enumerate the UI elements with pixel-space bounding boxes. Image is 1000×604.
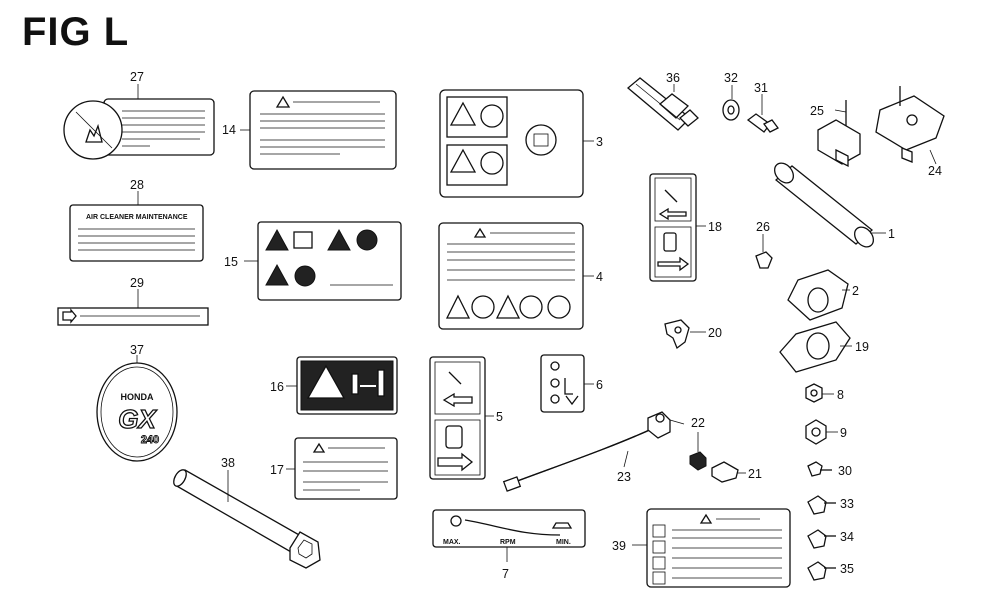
- callout-27: 27: [130, 70, 144, 84]
- part-8-nut[interactable]: [805, 383, 823, 403]
- part-33-bolt[interactable]: [807, 495, 836, 515]
- callout-36: 36: [666, 71, 680, 85]
- callout-20: 20: [708, 326, 722, 340]
- part-3-pictogram-label[interactable]: [439, 89, 584, 198]
- callout-39: 39: [612, 539, 626, 553]
- part-22-terminal[interactable]: [689, 451, 707, 471]
- part-1-tube[interactable]: [771, 159, 877, 250]
- part-23-wire-harness[interactable]: [502, 411, 685, 492]
- part-20-clip[interactable]: [664, 319, 690, 350]
- callout-9: 9: [840, 426, 847, 440]
- callout-25: 25: [810, 104, 824, 118]
- part-9-nut[interactable]: [805, 419, 827, 445]
- callout-16: 16: [270, 380, 284, 394]
- callout-29: 29: [130, 276, 144, 290]
- callout-6: 6: [596, 378, 603, 392]
- callout-28: 28: [130, 178, 144, 192]
- callout-31: 31: [754, 81, 768, 95]
- callout-37: 37: [130, 343, 144, 357]
- callout-32: 32: [724, 71, 738, 85]
- air-cleaner-label-text: AIR CLEANER MAINTENANCE: [86, 214, 188, 221]
- part-39-info-label[interactable]: [646, 508, 791, 588]
- throttle-rpm-text: RPM: [500, 539, 516, 546]
- part-14-warning-label[interactable]: [249, 90, 397, 170]
- emblem-brand: HONDA: [121, 392, 154, 402]
- callout-17: 17: [270, 463, 284, 477]
- part-5-fuel-label[interactable]: [429, 356, 486, 480]
- callout-7: 7: [502, 567, 509, 581]
- part-27-fire-warning-label[interactable]: [63, 98, 215, 160]
- callout-15: 15: [224, 255, 238, 269]
- callout-35: 35: [840, 562, 854, 576]
- callout-numbers: 27 28 29 37 38 14 15 16 17 3 4 5 6 7 18 …: [130, 70, 942, 581]
- callout-14: 14: [222, 123, 236, 137]
- throttle-min-text: MIN.: [556, 539, 571, 546]
- throttle-max-text: MAX.: [443, 539, 461, 546]
- callout-34: 34: [840, 530, 854, 544]
- part-32-washer[interactable]: [722, 99, 740, 121]
- callout-19: 19: [855, 340, 869, 354]
- callout-30: 30: [838, 464, 852, 478]
- callout-18: 18: [708, 220, 722, 234]
- part-4-warning-label[interactable]: [438, 222, 584, 330]
- part-31-nipple[interactable]: [746, 113, 779, 133]
- part-2-gasket[interactable]: [787, 269, 849, 321]
- part-26-grommet[interactable]: [755, 251, 773, 269]
- part-30-screw[interactable]: [807, 461, 832, 477]
- part-15-pictogram-label[interactable]: [257, 221, 402, 301]
- callout-1: 1: [888, 227, 895, 241]
- part-16-exhaust-warning-label[interactable]: [296, 356, 398, 415]
- part-17-warning-label[interactable]: [294, 437, 398, 500]
- part-21-boot[interactable]: [711, 461, 739, 483]
- callout-23: 23: [617, 470, 631, 484]
- part-28-air-cleaner-label[interactable]: AIR CLEANER MAINTENANCE: [69, 204, 204, 262]
- part-38-plug-wrench[interactable]: [171, 468, 321, 569]
- callout-8: 8: [837, 388, 844, 402]
- part-19-insulator[interactable]: [779, 321, 851, 373]
- part-6-choke-label[interactable]: [540, 354, 585, 413]
- emblem-sub: 240: [141, 434, 159, 446]
- part-29-strip-label[interactable]: [57, 307, 209, 326]
- callout-24: 24: [928, 164, 942, 178]
- callout-2: 2: [852, 284, 859, 298]
- part-36-spark-plug[interactable]: [626, 77, 699, 131]
- callout-3: 3: [596, 135, 603, 149]
- part-25-mount[interactable]: [817, 100, 861, 168]
- callout-38: 38: [221, 456, 235, 470]
- part-34-bolt[interactable]: [807, 529, 836, 549]
- part-24-bracket[interactable]: [875, 86, 945, 163]
- callout-4: 4: [596, 270, 603, 284]
- callout-26: 26: [756, 220, 770, 234]
- part-35-bolt[interactable]: [807, 561, 836, 581]
- callout-5: 5: [496, 410, 503, 424]
- part-18-fuel-label[interactable]: [649, 173, 697, 282]
- emblem-model: GX: [118, 404, 157, 434]
- callout-21: 21: [748, 467, 762, 481]
- part-7-throttle-label[interactable]: MAX. RPM MIN.: [432, 509, 586, 548]
- callout-22: 22: [691, 416, 705, 430]
- part-37-engine-emblem[interactable]: HONDA GX 240: [96, 362, 178, 462]
- figure-title: FIG L: [22, 10, 130, 54]
- callout-33: 33: [840, 497, 854, 511]
